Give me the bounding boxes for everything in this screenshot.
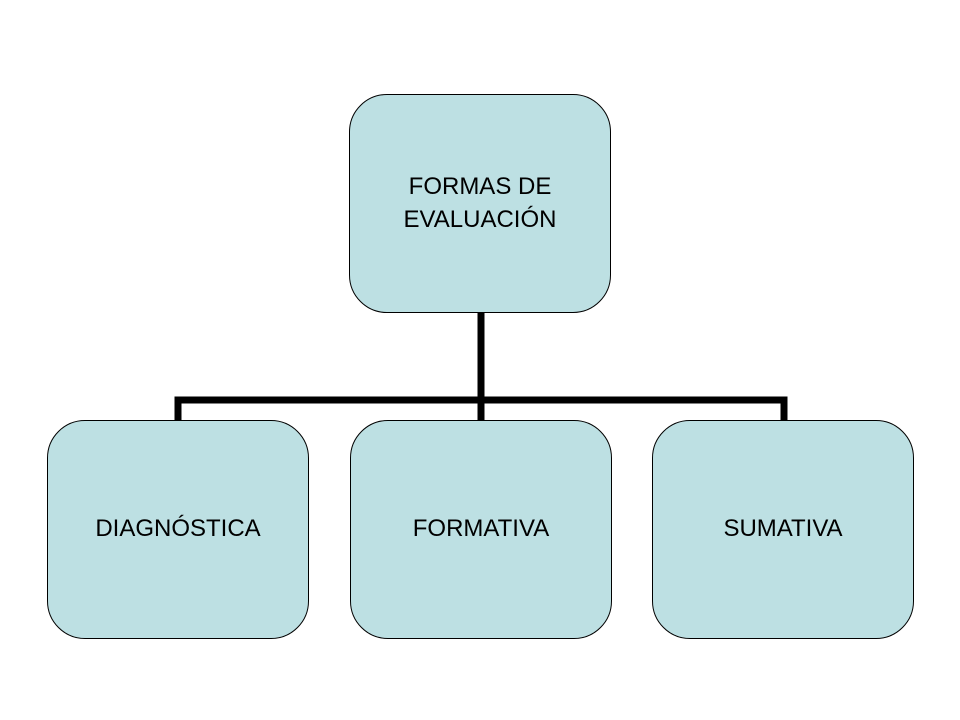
root-node: FORMAS DE EVALUACIÓN xyxy=(349,94,611,313)
child-node-label: SUMATIVA xyxy=(723,515,843,543)
child-node-sumativa: SUMATIVA xyxy=(652,420,914,639)
child-node-formativa: FORMATIVA xyxy=(350,420,612,639)
root-node-label: FORMAS DE EVALUACIÓN xyxy=(403,173,557,233)
child-node-label: DIAGNÓSTICA xyxy=(95,515,261,543)
child-node-label: FORMATIVA xyxy=(412,515,550,543)
child-node-diagnostica: DIAGNÓSTICA xyxy=(47,420,309,639)
